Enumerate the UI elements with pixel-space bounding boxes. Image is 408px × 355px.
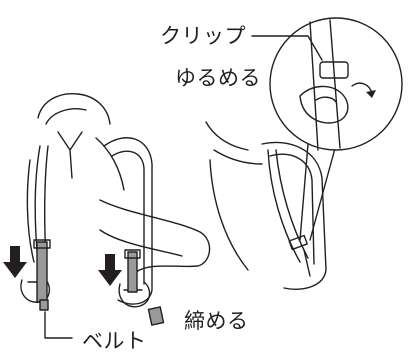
clip-detail-callout — [251, 17, 403, 151]
belt-label: ベルト — [82, 329, 147, 353]
tighten-label: 締める — [184, 309, 249, 333]
belt-leader-line — [44, 311, 73, 339]
belt-strip-right — [127, 251, 138, 293]
down-arrow-left-icon — [3, 246, 27, 278]
belt-strip-left — [36, 241, 48, 303]
clip-leader-line — [251, 35, 323, 61]
backpack-body-1 — [103, 137, 153, 305]
figure-loosen — [205, 119, 341, 290]
backpack-body-2 — [261, 141, 327, 290]
figure-tighten — [3, 93, 211, 339]
clip-label: クリップ — [160, 24, 246, 48]
down-arrow-right-icon — [98, 254, 122, 286]
loosen-label: ゆるめる — [175, 66, 261, 90]
